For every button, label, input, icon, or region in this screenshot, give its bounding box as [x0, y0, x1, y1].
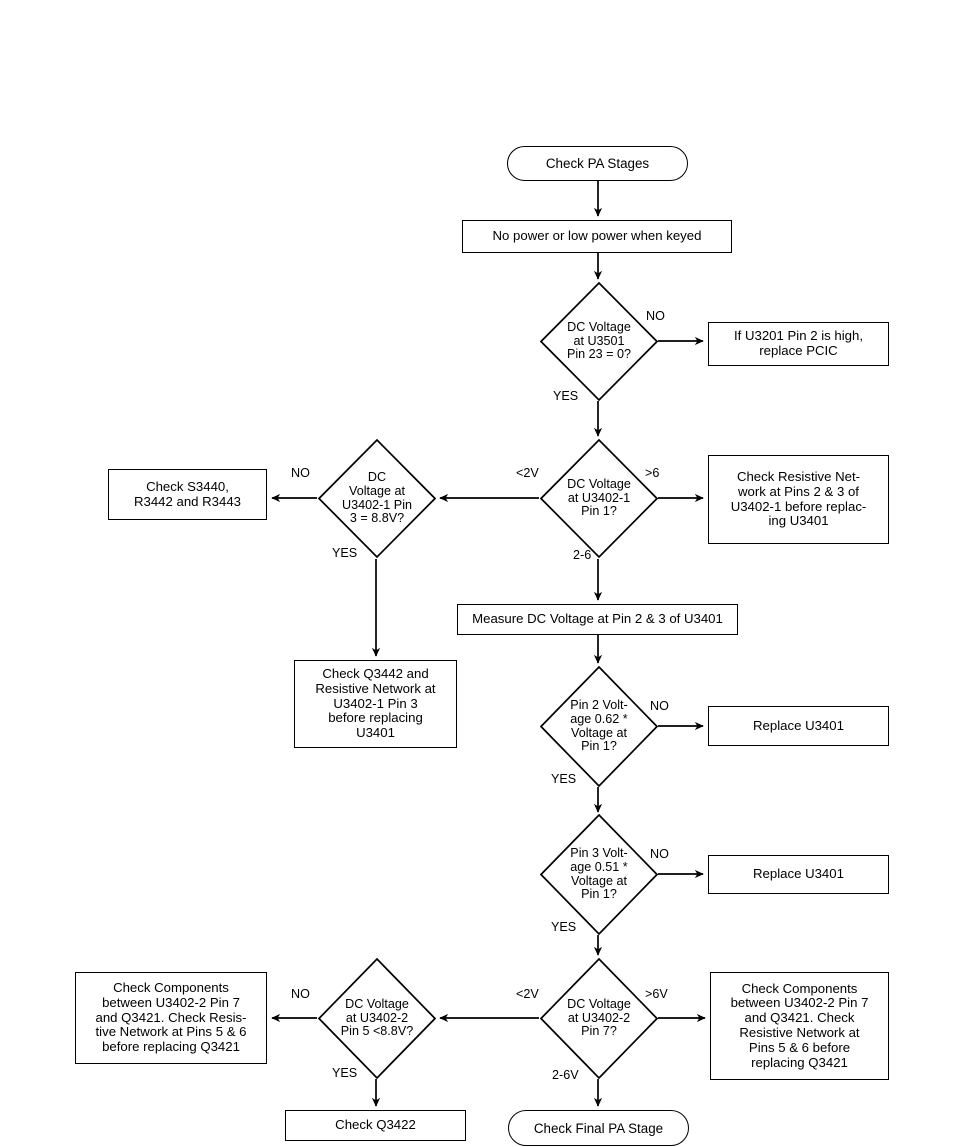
diamond-shape — [540, 439, 658, 558]
edge-label-pin7-2to6v: 2-6V — [552, 1068, 579, 1082]
box-replace-pcic-label: If U3201 Pin 2 is high, replace PCIC — [733, 328, 864, 358]
start-terminal[interactable]: Check PA Stages — [507, 146, 688, 181]
box-check-components-right-label: Check Components between U3402-2 Pin 7 a… — [730, 980, 869, 1070]
decision-u3402-2-pin7[interactable]: DC Voltage at U3402-2 Pin 7? — [540, 958, 658, 1079]
edge-label-u3501-no: NO — [646, 309, 665, 323]
box-check-components-right[interactable]: Check Components between U3402-2 Pin 7 a… — [710, 972, 889, 1080]
decision-u3402-1-pin1-label: DC Voltage at U3402-1 Pin 1? — [567, 476, 631, 519]
diamond-shape — [318, 958, 436, 1079]
box-check-components-left[interactable]: Check Components between U3402-2 Pin 7 a… — [75, 972, 267, 1064]
edge-label-u3501-yes: YES — [553, 389, 579, 403]
decision-pin2-voltage[interactable]: Pin 2 Volt- age 0.62 * Voltage at Pin 1? — [540, 666, 658, 787]
diamond-shape — [540, 666, 658, 787]
decision-u3501-pin23[interactable]: DC Voltage at U3501 Pin 23 = 0? — [540, 282, 658, 401]
decision-u3402-1-pin3-label: DC Voltage at U3402-1 Pin 3 = 8.8V? — [341, 469, 412, 526]
decision-u3402-1-pin3[interactable]: DC Voltage at U3402-1 Pin 3 = 8.8V? — [318, 439, 436, 558]
diamond-shape — [540, 814, 658, 935]
diamond-shape — [540, 958, 658, 1079]
box-measure-dc-voltage-label: Measure DC Voltage at Pin 2 & 3 of U3401 — [472, 611, 723, 627]
box-replace-pcic[interactable]: If U3201 Pin 2 is high, replace PCIC — [708, 322, 889, 366]
box-replace-u3401-second-label: Replace U3401 — [753, 866, 844, 882]
decision-u3501-pin23-label: DC Voltage at U3501 Pin 23 = 0? — [566, 319, 632, 362]
start-terminal-label: Check PA Stages — [545, 156, 650, 171]
edge-label-pin5-no: NO — [291, 987, 310, 1001]
box-check-q3422-label: Check Q3422 — [335, 1117, 416, 1133]
end-terminal-label: Check Final PA Stage — [533, 1120, 664, 1136]
symptom-box[interactable]: No power or low power when keyed — [462, 220, 732, 253]
decision-pin3-voltage-label: Pin 3 Volt- age 0.51 * Voltage at Pin 1? — [570, 845, 628, 902]
edge-label-pin3-yes: YES — [332, 546, 358, 560]
edge-label-pin5-yes: YES — [332, 1066, 358, 1080]
edge-label-pin1-lt2v: <2V — [516, 466, 539, 480]
decision-u3402-2-pin5-label: DC Voltage at U3402-2 Pin 5 <8.8V? — [340, 996, 414, 1039]
box-check-q3442[interactable]: Check Q3442 and Resistive Network at U34… — [294, 660, 457, 748]
edge-label-pin2v-yes: YES — [551, 772, 577, 786]
edge-label-pin2v-no: NO — [650, 699, 669, 713]
edge-label-pin1-2to6: 2-6 — [573, 548, 592, 562]
decision-pin2-voltage-label: Pin 2 Volt- age 0.62 * Voltage at Pin 1? — [570, 697, 628, 754]
box-check-s3440-label: Check S3440, R3442 and R3443 — [133, 478, 242, 509]
decision-pin3-voltage[interactable]: Pin 3 Volt- age 0.51 * Voltage at Pin 1? — [540, 814, 658, 935]
edge-label-pin3-no: NO — [291, 466, 310, 480]
box-check-s3440[interactable]: Check S3440, R3442 and R3443 — [108, 469, 267, 520]
box-check-resistive-network[interactable]: Check Resistive Net- work at Pins 2 & 3 … — [708, 455, 889, 544]
edge-label-pin3v-no: NO — [650, 847, 669, 861]
box-measure-dc-voltage[interactable]: Measure DC Voltage at Pin 2 & 3 of U3401 — [457, 604, 738, 635]
symptom-box-label: No power or low power when keyed — [492, 228, 702, 244]
decision-u3402-1-pin1[interactable]: DC Voltage at U3402-1 Pin 1? — [540, 439, 658, 558]
diamond-shape — [318, 439, 436, 558]
diamond-shape — [540, 282, 658, 401]
edge-label-pin7-gt6v: >6V — [645, 987, 668, 1001]
box-check-q3442-label: Check Q3442 and Resistive Network at U34… — [315, 666, 436, 741]
edge-label-pin7-lt2v: <2V — [516, 987, 539, 1001]
box-check-components-left-label: Check Components between U3402-2 Pin 7 a… — [95, 980, 247, 1055]
box-replace-u3401-first-label: Replace U3401 — [753, 717, 844, 733]
box-check-q3422[interactable]: Check Q3422 — [285, 1110, 466, 1141]
end-terminal[interactable]: Check Final PA Stage — [508, 1110, 689, 1146]
box-check-resistive-network-label: Check Resistive Net- work at Pins 2 & 3 … — [730, 468, 867, 529]
decision-u3402-2-pin5[interactable]: DC Voltage at U3402-2 Pin 5 <8.8V? — [318, 958, 436, 1079]
edge-label-pin3v-yes: YES — [551, 920, 577, 934]
decision-u3402-2-pin7-label: DC Voltage at U3402-2 Pin 7? — [567, 996, 631, 1039]
box-replace-u3401-second[interactable]: Replace U3401 — [708, 855, 889, 894]
edge-label-pin1-gt6: >6 — [645, 466, 660, 480]
box-replace-u3401-first[interactable]: Replace U3401 — [708, 706, 889, 746]
